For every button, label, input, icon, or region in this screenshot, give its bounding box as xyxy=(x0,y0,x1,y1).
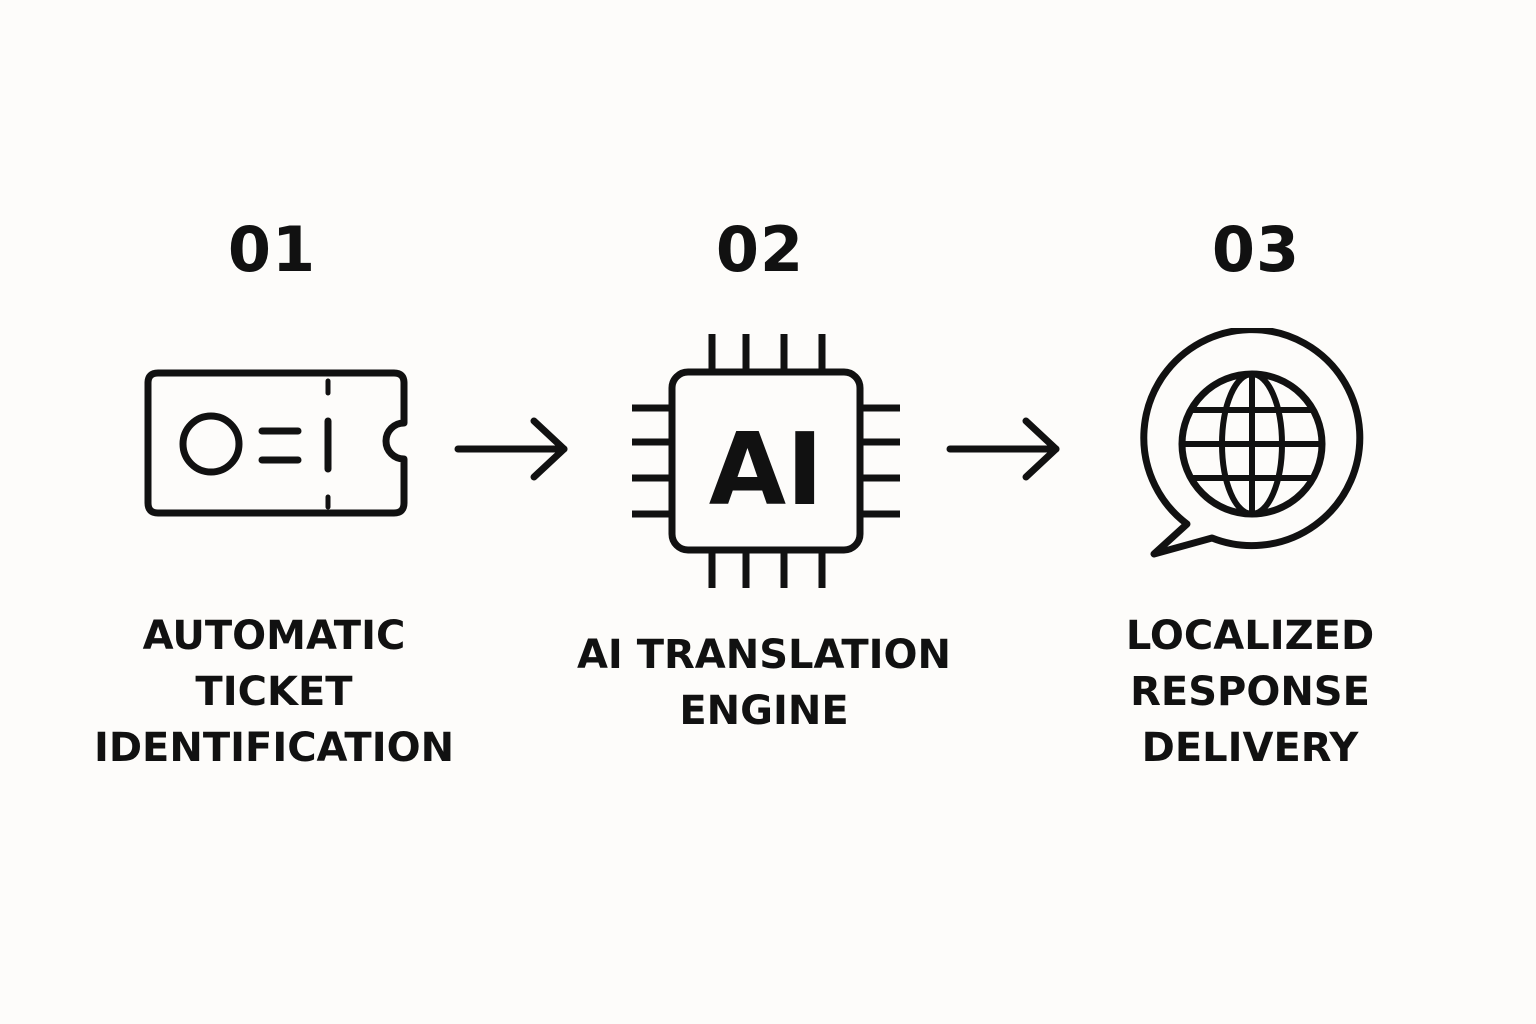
step-label-1-line-3: IDENTIFICATION xyxy=(93,725,455,771)
step-number-1: 01 xyxy=(227,213,317,286)
step-label-2: AI TRANSLATION ENGINE xyxy=(544,627,984,739)
step-label-2-line-2: ENGINE xyxy=(679,688,849,734)
ticket-icon xyxy=(144,369,408,517)
step-label-3: LOCALIZED RESPONSE DELIVERY xyxy=(1050,608,1450,776)
step-label-3-line-2: RESPONSE xyxy=(1130,669,1370,715)
chip-ai-text: AI xyxy=(709,411,824,528)
step-label-3-line-3: DELIVERY xyxy=(1141,725,1359,771)
arrow-right-icon xyxy=(454,417,568,481)
step-label-1-line-2: TICKET xyxy=(195,669,353,715)
step-number-2: 02 xyxy=(715,213,805,286)
globe-speech-bubble-icon xyxy=(1140,328,1364,558)
step-label-1: AUTOMATIC TICKET IDENTIFICATION xyxy=(74,608,474,776)
arrow-right-icon xyxy=(946,417,1060,481)
step-label-3-line-1: LOCALIZED xyxy=(1125,613,1375,659)
step-number-3: 03 xyxy=(1211,213,1301,286)
ai-chip-icon: AI xyxy=(632,334,900,588)
step-label-1-line-1: AUTOMATIC xyxy=(142,613,406,659)
step-label-2-line-1: AI TRANSLATION xyxy=(576,632,952,678)
